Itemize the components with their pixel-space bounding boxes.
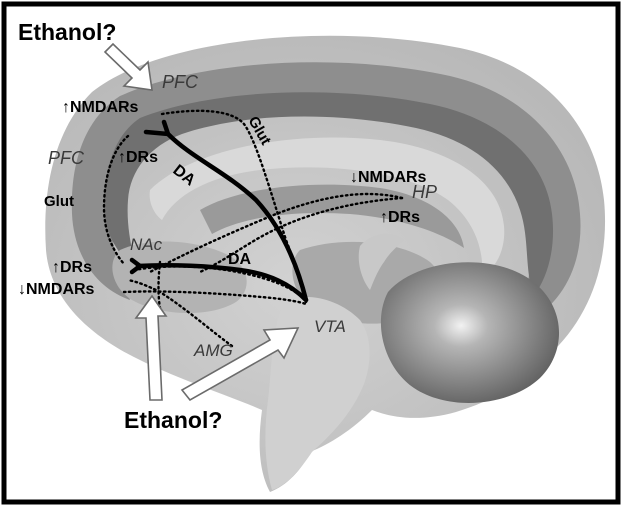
pfc-label-top: PFC (162, 72, 199, 92)
nmdars-hp-text: NMDARs (358, 169, 427, 186)
glut-label-left: Glut (44, 193, 74, 210)
drs-hp-label: ↑DRs (380, 209, 420, 226)
drs-pfc-label: ↑DRs (118, 149, 158, 166)
drs-nac-label: ↑DRs (52, 259, 92, 276)
amg-label: AMG (193, 341, 233, 360)
down-arrow-icon: ↓ (18, 281, 26, 298)
ethanol-label-bottom: Ethanol? (124, 407, 222, 433)
nac-label: NAc (130, 235, 163, 254)
up-arrow-icon: ↑ (52, 259, 60, 276)
drs-pfc-text: DRs (126, 149, 158, 166)
up-arrow-icon: ↑ (62, 99, 70, 116)
cerebellum (381, 262, 559, 403)
nmdars-nac-text: NMDARs (26, 281, 95, 298)
pfc-label-left: PFC (48, 148, 85, 168)
drs-hp-text: DRs (388, 209, 420, 226)
da-label-mid: DA (228, 251, 252, 268)
nmdars-nac-label: ↓NMDARs (18, 281, 95, 298)
nmdars-hp-label: ↓NMDARs (350, 169, 427, 186)
nmdars-pfc-text: NMDARs (70, 99, 139, 116)
up-arrow-icon: ↑ (380, 209, 388, 226)
drs-nac-text: DRs (60, 259, 92, 276)
up-arrow-icon: ↑ (118, 149, 126, 166)
down-arrow-icon: ↓ (350, 169, 358, 186)
vta-label: VTA (314, 317, 346, 336)
ethanol-label-top: Ethanol? (18, 19, 116, 45)
nmdars-pfc-label: ↑NMDARs (62, 99, 139, 116)
